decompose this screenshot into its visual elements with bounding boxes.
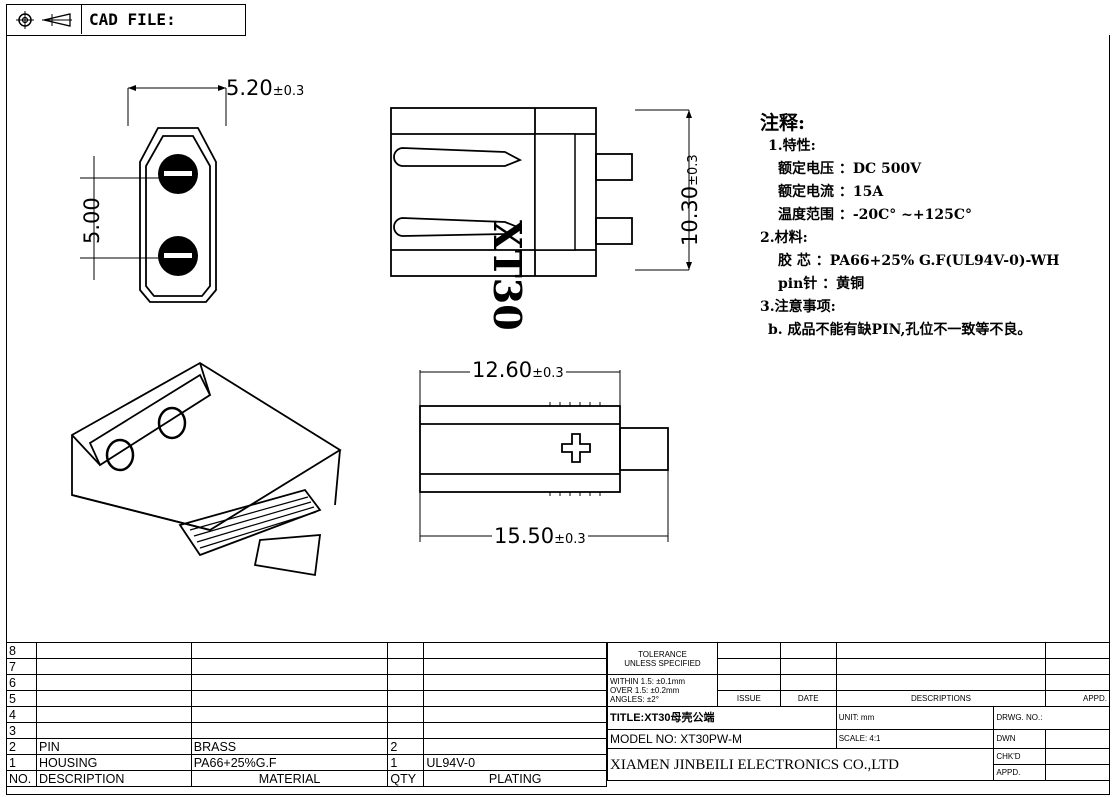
company-name: XIAMEN JINBEILI ELECTRONICS CO.,LTD (606, 748, 995, 781)
top-view (390, 107, 692, 277)
dim-height-side: 10.30±0.3 (678, 154, 702, 246)
drawing-number-cell: DRWG. NO.: (993, 706, 1110, 730)
notes-title: 注释: (760, 112, 806, 134)
notes-line-temp: 温度范围 ：-20C° ~+125C° (778, 207, 973, 223)
dim-pitch: 5.00 (80, 197, 104, 244)
projection-symbol (7, 5, 82, 34)
notes-section-1: 1.特性: (768, 138, 816, 154)
appd-cell: APPD. (993, 764, 1047, 781)
part-marking: XT30 (485, 220, 530, 331)
dim-length-total: 15.50±0.3 (492, 524, 588, 548)
notes-line-housing: 胶 芯 ：PA66+25% G.F(UL94V-0)-WH (778, 253, 1060, 269)
chkd-cell: CHK'D (993, 748, 1047, 765)
issue-header: ISSUE (716, 690, 781, 707)
descriptions-header: DESCRIPTIONS (835, 690, 1047, 707)
unit-cell: UNIT: mm (835, 706, 995, 730)
dim-length-body: 12.60±0.3 (470, 358, 566, 382)
notes-section-3: 3.注意事项: (760, 299, 836, 315)
table-row: 5 (6, 690, 607, 707)
isometric-view (71, 361, 342, 577)
notes-line-voltage: 额定电压 ：DC 500V (778, 161, 922, 177)
front-view (80, 85, 227, 303)
table-row: 8 (6, 642, 607, 659)
table-row: 4 (6, 706, 607, 723)
cad-file-label: CAD FILE: (89, 10, 176, 29)
notes-line-defect: b. 成品不能有缺PIN,孔位不一致等不良。 (768, 322, 1032, 338)
table-row: 7 (6, 658, 607, 675)
notes-line-pin: pin针 ：黄铜 (778, 276, 865, 292)
notes-section-2: 2.材料: (760, 230, 808, 246)
truncated-cone-icon (42, 12, 72, 27)
drawing-title: TITLE:XT30母壳公端 (607, 706, 837, 730)
cad-header: CAD FILE: (6, 4, 246, 36)
table-row: 3 (6, 722, 607, 739)
dwn-cell: DWN (993, 729, 1047, 749)
crosshair-circle-icon (16, 10, 34, 29)
date-header: DATE (779, 690, 837, 707)
table-row: 6 (6, 674, 607, 691)
model-number: MODEL NO: XT30PW-M (607, 729, 837, 749)
drawing-frame (6, 35, 1110, 795)
appd-header: APPD. (1045, 690, 1110, 707)
notes-line-current: 额定电流 ：15A (778, 184, 884, 200)
scale-cell: SCALE: 4:1 (835, 729, 995, 749)
side-view (419, 370, 669, 542)
dim-width-top: 5.20±0.3 (226, 76, 305, 100)
notes-block: 注释: 1.特性: 额定电压 ：DC 500V 额定电流 ：15A 温度范围 ：… (760, 112, 1059, 342)
